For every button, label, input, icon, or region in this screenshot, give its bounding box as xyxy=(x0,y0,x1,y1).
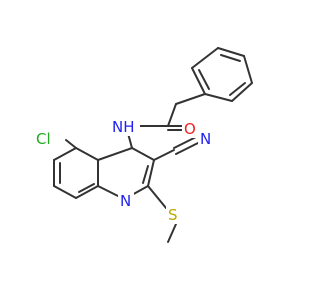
bonds xyxy=(53,47,253,243)
chlorine-label: Cl xyxy=(36,130,51,148)
label-background xyxy=(166,204,182,224)
oxygen-label: O xyxy=(184,120,196,138)
nitrile-nitrogen-label: N xyxy=(200,130,211,148)
bond xyxy=(231,82,253,102)
atom-labels: Cl NH O N N S xyxy=(34,116,214,224)
bond xyxy=(153,149,175,161)
bond xyxy=(53,147,77,161)
bond xyxy=(204,93,233,102)
label-background xyxy=(182,118,200,138)
bond xyxy=(97,185,119,197)
bond xyxy=(147,159,155,187)
bond xyxy=(131,147,155,161)
bond xyxy=(75,185,99,199)
label-background xyxy=(118,190,134,210)
molecule-diagram: Cl NH O N N S xyxy=(34,47,253,243)
bond xyxy=(147,185,167,209)
label-background xyxy=(112,116,140,136)
bond xyxy=(65,139,77,149)
bond xyxy=(53,185,77,199)
label-background xyxy=(34,128,64,148)
sulfur-label: S xyxy=(168,206,178,224)
bond xyxy=(191,67,206,95)
bond xyxy=(167,103,177,127)
bond xyxy=(97,147,133,161)
bond xyxy=(198,69,210,90)
bond xyxy=(229,82,246,96)
bond xyxy=(220,54,241,62)
bond xyxy=(167,223,177,243)
bond xyxy=(75,147,99,161)
bond xyxy=(217,47,245,57)
ring-nitrogen-label: N xyxy=(120,192,131,210)
bond xyxy=(78,183,95,193)
bond xyxy=(243,55,253,84)
bond xyxy=(191,47,219,69)
bond xyxy=(142,165,149,184)
bond xyxy=(175,141,201,155)
label-background xyxy=(198,128,214,148)
bond xyxy=(175,93,206,105)
amide-nh-label: NH xyxy=(112,118,135,136)
